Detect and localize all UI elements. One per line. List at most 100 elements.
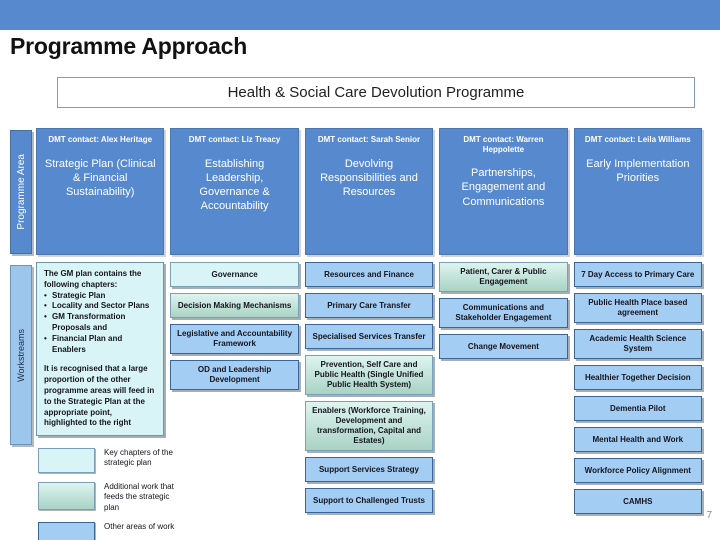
workstream-label: Workforce Policy Alignment — [584, 465, 691, 475]
workstream-box: Mental Health and Work — [573, 427, 702, 452]
workstream-label: Governance — [211, 269, 258, 279]
note-bullet: • Financial Plan and Enablers — [44, 334, 156, 356]
legend-label: Key chapters of the strategic plan — [104, 448, 173, 468]
workstream-box: Resources and Finance — [304, 262, 434, 287]
note-intro: The GM plan contains the following chapt… — [44, 269, 142, 289]
page-number: 7 — [706, 510, 712, 521]
note-bullet: • Strategic Plan — [44, 291, 156, 302]
note-bullet-text: Financial Plan and Enablers — [52, 333, 123, 354]
legend-label: Other areas of work — [104, 522, 175, 532]
workstream-label: Specialised Services Transfer — [312, 331, 426, 341]
workstream-label: Public Health Place based agreement — [588, 298, 688, 317]
workstream-label: Academic Health Science System — [589, 334, 687, 353]
workstream-box: Workforce Policy Alignment — [573, 458, 702, 483]
workstream-box: Change Movement — [439, 334, 568, 359]
workstream-box: Academic Health Science System — [573, 329, 702, 359]
programme-area-title: Establishing Leadership, Governance & Ac… — [199, 157, 270, 213]
workstreams-side-label: Workstreams — [10, 265, 32, 445]
workstream-box: Support to Challenged Trusts — [304, 488, 434, 513]
bullet-icon: • — [44, 312, 47, 322]
workstream-label: Healthier Together Decision — [584, 372, 691, 382]
workstream-box: Public Health Place based agreement — [573, 293, 702, 323]
workstream-label: Support Services Strategy — [318, 464, 420, 474]
workstream-box: Enablers (Workforce Training, Developmen… — [304, 401, 434, 451]
programme-title-box: Health & Social Care Devolution Programm… — [57, 77, 695, 108]
workstream-label: Resources and Finance — [324, 269, 414, 279]
gm-plan-note: The GM plan contains the following chapt… — [36, 262, 165, 437]
bullet-icon: • — [44, 290, 47, 300]
note-bullet-text: GM Transformation Proposals and — [52, 312, 126, 332]
workstream-label: Legislative and Accountability Framework — [177, 329, 293, 348]
workstream-box: Dementia Pilot — [573, 396, 702, 421]
workstream-box: CAMHS — [573, 489, 702, 514]
workstream-label: Decision Making Mechanisms — [177, 300, 292, 310]
bullet-icon: • — [44, 301, 47, 311]
dmt-contact: DMT contact: Liz Treacy — [188, 135, 281, 144]
top-accent-bar — [0, 0, 720, 30]
workstream-label: Communications and Stakeholder Engagemen… — [455, 303, 552, 322]
workstream-box: Communications and Stakeholder Engagemen… — [439, 298, 568, 328]
workstream-box: Patient, Carer & Public Engagement — [439, 262, 568, 292]
legend-item: Other areas of work — [38, 522, 198, 540]
dmt-contact: DMT contact: Sarah Senior — [317, 135, 421, 144]
workstream-box: Healthier Together Decision — [573, 365, 702, 390]
workstream-label: Prevention, Self Care and Public Health … — [314, 360, 424, 389]
workstream-box: Decision Making Mechanisms — [170, 293, 299, 318]
workstream-box: Prevention, Self Care and Public Health … — [304, 355, 434, 395]
dmt-contact: DMT contact: Warren Heppolette — [463, 135, 544, 154]
programme-area-title: Partnerships, Engagement and Communicati… — [461, 167, 546, 208]
workstream-label: Dementia Pilot — [610, 403, 666, 413]
workstream-box: Support Services Strategy — [304, 457, 434, 482]
note-bullet: • GM Transformation Proposals and — [44, 312, 156, 334]
legend-item: Key chapters of the strategic plan — [38, 448, 198, 473]
workstream-label: Primary Care Transfer — [327, 300, 411, 310]
programme-area-title: Early Implementation Priorities — [586, 157, 690, 184]
page-title: Programme Approach — [10, 33, 248, 59]
dmt-contact: DMT contact: Alex Heritage — [48, 135, 153, 144]
note-bullet: • Locality and Sector Plans — [44, 301, 156, 312]
bullet-icon: • — [44, 333, 47, 343]
workstream-box: Specialised Services Transfer — [304, 324, 434, 349]
dmt-contact: DMT contact: Leila Williams — [584, 135, 691, 144]
workstream-box: Governance — [170, 262, 299, 287]
legend-swatch-key — [38, 448, 95, 473]
legend-swatch-other — [38, 522, 95, 540]
programme-area-side-label: Programme Area — [10, 130, 32, 254]
programme-title: Health & Social Care Devolution Programm… — [227, 84, 525, 101]
note-bullet-text: Locality and Sector Plans — [52, 301, 150, 311]
programme-area-title: Strategic Plan (Clinical & Financial Sus… — [44, 157, 156, 199]
note-bullet-text: Strategic Plan — [52, 290, 106, 300]
workstream-label: Enablers (Workforce Training, Developmen… — [312, 406, 426, 445]
workstream-box: Legislative and Accountability Framework — [170, 324, 299, 354]
workstream-label: 7 Day Access to Primary Care — [581, 269, 695, 279]
workstream-label: Change Movement — [467, 341, 539, 351]
workstream-label: OD and Leadership Development — [197, 365, 272, 384]
workstream-stack: The GM plan contains the following chapt… — [36, 262, 165, 437]
legend-swatch-additional — [38, 482, 95, 510]
workstream-box: 7 Day Access to Primary Care — [573, 262, 702, 287]
note-outro: It is recognised that a large proportion… — [44, 364, 155, 428]
workstream-label: Mental Health and Work — [592, 434, 684, 444]
workstream-box: Primary Care Transfer — [304, 293, 434, 318]
programme-area-title: Devolving Responsibilities and Resources — [320, 157, 418, 199]
workstream-label: Patient, Carer & Public Engagement — [460, 267, 547, 286]
workstream-label: Support to Challenged Trusts — [312, 495, 425, 505]
workstream-box: OD and Leadership Development — [170, 360, 299, 390]
legend-label: Additional work that feeds the strategic… — [104, 482, 174, 512]
